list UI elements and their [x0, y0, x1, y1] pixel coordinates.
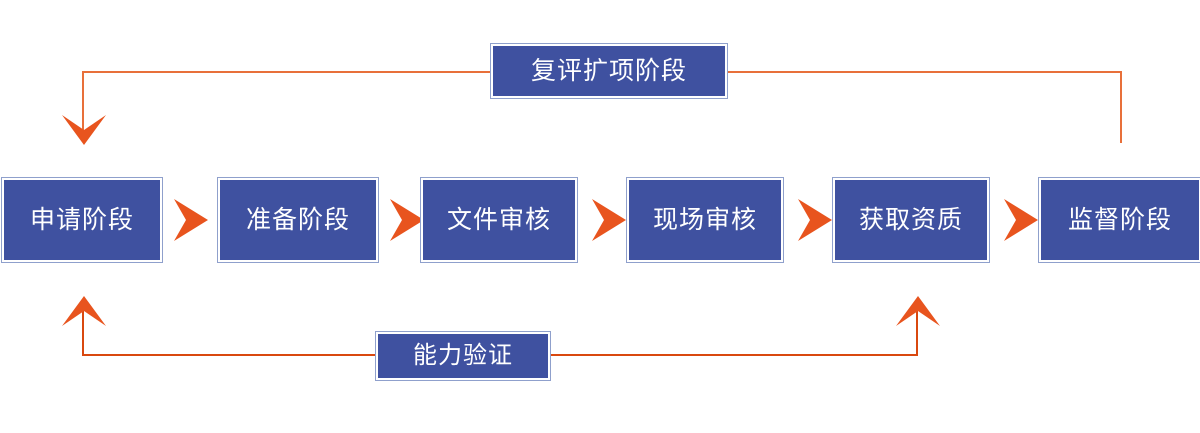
arrow-down-icon: [61, 114, 107, 146]
stage-box-doc-review[interactable]: 文件审核: [420, 177, 578, 263]
chevron-right-icon-3: [590, 197, 628, 243]
bottom-loop-line-vertical-left: [82, 300, 84, 356]
stage-box-apply-fill: 申请阶段: [4, 180, 160, 260]
stage-box-supervise-fill: 监督阶段: [1041, 180, 1199, 260]
feedback-top-label: 复评扩项阶段: [530, 56, 687, 85]
feedback-top-box[interactable]: 复评扩项阶段: [490, 43, 728, 99]
top-loop-line-vertical-right: [1120, 71, 1122, 143]
feedback-bottom-box[interactable]: 能力验证: [375, 331, 551, 381]
top-loop-line-left: [82, 71, 492, 73]
arrow-up-icon-left: [61, 295, 107, 327]
chevron-right-icon-2: [388, 197, 426, 243]
chevron-right-icon-5: [1002, 197, 1040, 243]
bottom-loop-line-vertical-right: [916, 300, 918, 356]
bottom-loop-line-right: [548, 354, 918, 356]
stage-box-get-cert[interactable]: 获取资质: [832, 177, 990, 263]
stage-box-supervise[interactable]: 监督阶段: [1038, 177, 1200, 263]
chevron-right-icon-1: [172, 197, 210, 243]
stage-box-prepare[interactable]: 准备阶段: [217, 177, 379, 263]
chevron-right-icon-4: [796, 197, 834, 243]
feedback-bottom-box-fill: 能力验证: [378, 334, 548, 378]
stage-box-site-audit[interactable]: 现场审核: [626, 177, 784, 263]
top-loop-line-vertical-left: [82, 71, 84, 139]
top-loop-line-right: [726, 71, 1122, 73]
stage-box-apply[interactable]: 申请阶段: [1, 177, 163, 263]
stage-label-supervise: 监督阶段: [1067, 205, 1172, 234]
bottom-loop-line-left: [82, 354, 377, 356]
stage-label-site-audit: 现场审核: [652, 205, 757, 234]
stage-box-prepare-fill: 准备阶段: [220, 180, 376, 260]
feedback-bottom-label: 能力验证: [413, 342, 513, 369]
arrow-up-icon-right: [895, 295, 941, 327]
stage-label-apply: 申请阶段: [29, 205, 134, 234]
stage-box-get-cert-fill: 获取资质: [835, 180, 987, 260]
stage-label-get-cert: 获取资质: [858, 205, 963, 234]
stage-label-doc-review: 文件审核: [446, 205, 551, 234]
stage-label-prepare: 准备阶段: [245, 205, 350, 234]
feedback-top-box-fill: 复评扩项阶段: [493, 46, 725, 96]
stage-box-site-audit-fill: 现场审核: [629, 180, 781, 260]
stage-box-doc-review-fill: 文件审核: [423, 180, 575, 260]
